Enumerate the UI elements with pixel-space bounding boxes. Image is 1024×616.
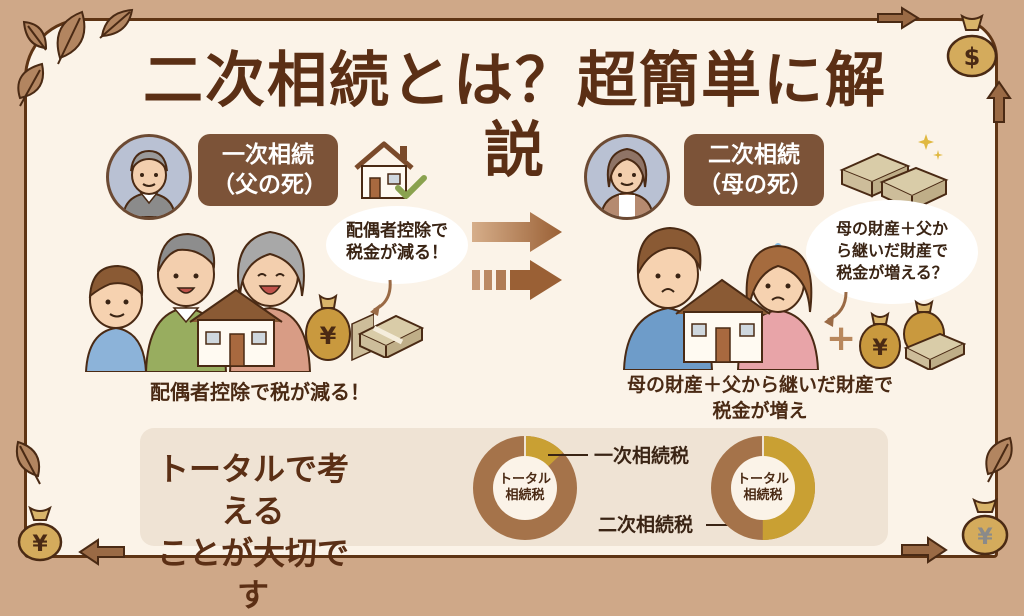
- donut-center-line1: トータル: [736, 472, 789, 487]
- plus-sign: +: [826, 318, 857, 359]
- legend-first-inheritance-tax: 一次相続税: [594, 445, 690, 467]
- second-caption-line1: 母の財産＋父から継いだ財産で: [626, 374, 893, 396]
- leaf-icon: [16, 440, 41, 485]
- curved-arrow-icon: [824, 291, 848, 327]
- yen-money-bag-icon: ¥: [961, 497, 1009, 556]
- first-speech-bubble: 配偶者控除で 税金が減る！: [326, 206, 468, 284]
- second-inheritance-title: 二次相続: [708, 142, 800, 168]
- leaf-icon: [99, 8, 134, 39]
- grandmother-avatar: [584, 134, 670, 220]
- worried-couple-with-house-illustration: [622, 226, 820, 370]
- first-caption: 配偶者控除で税が減る！: [150, 380, 370, 404]
- first-bubble-line2: 税金が減る！: [346, 243, 448, 263]
- arrow-up-icon: [986, 80, 1012, 123]
- arrow-right-icon: [472, 212, 562, 252]
- svg-text:$: $: [964, 43, 981, 71]
- leaf-icon: [985, 436, 1013, 483]
- arrow-left-icon: [78, 538, 125, 566]
- donut-center-label: トータル 相続税: [493, 456, 557, 520]
- summary-title: トータルで考える ことが大切です: [148, 448, 358, 616]
- legend-line-first: [548, 454, 588, 456]
- second-speech-bubble: 母の財産＋父か ら継いだ財産で 税金が増える？: [806, 200, 978, 304]
- svg-text:¥: ¥: [320, 322, 337, 350]
- svg-text:¥: ¥: [977, 525, 993, 550]
- svg-text:¥: ¥: [872, 336, 888, 361]
- svg-text:¥: ¥: [32, 532, 48, 557]
- summary-panel: トータルで考える ことが大切です トータル 相続税 一次相続税 二次相続税 トー…: [140, 428, 888, 614]
- donut-center-line2: 相続税: [505, 488, 545, 503]
- donut-center-line2: 相続税: [743, 488, 783, 503]
- leaf-icon: [17, 62, 44, 107]
- cash-stack-icon: [357, 314, 424, 358]
- grandfather-avatar: [106, 134, 192, 220]
- happy-family-with-house-illustration: ¥: [84, 230, 374, 372]
- second-bubble-line1: 母の財産＋父か: [835, 219, 948, 238]
- yen-money-bags-cash-icon: ¥: [859, 299, 966, 370]
- summary-title-line1: トータルで考える: [156, 450, 349, 530]
- legend-second-inheritance-tax: 二次相続税: [598, 514, 694, 536]
- first-bubble-line1: 配偶者控除で: [346, 221, 448, 241]
- second-bubble-line3: 税金が増える？: [836, 263, 948, 282]
- legend-line-second: [706, 524, 742, 526]
- page-title: 二次相続とは？超簡単に解説: [143, 46, 887, 186]
- arrow-right-icon: [901, 536, 948, 564]
- second-caption: 母の財産＋父から継いだ財産で 税金が増え: [600, 372, 920, 424]
- first-inheritance-title: 一次相続: [222, 142, 314, 168]
- leaf-icon: [56, 10, 86, 65]
- first-inheritance-subtitle: （父の死）: [212, 172, 327, 198]
- second-caption-line2: 税金が増え: [712, 400, 808, 422]
- second-bubble-line2: ら継いだ財産で: [835, 241, 948, 260]
- donut-center-line1: トータル: [498, 472, 551, 487]
- donut-center-label: トータル 相続税: [731, 456, 795, 520]
- dashed-arrow-right-icon: [472, 260, 562, 300]
- first-inheritance-label: 一次相続 （父の死）: [198, 134, 338, 206]
- second-inheritance-label: 二次相続 （母の死）: [684, 134, 824, 206]
- yen-money-bag-icon: ¥: [17, 505, 63, 562]
- curved-arrow-icon: [370, 279, 392, 316]
- leaf-icon: [22, 20, 48, 51]
- dollar-money-bag-icon: $: [946, 13, 998, 78]
- summary-title-line2: ことが大切です: [156, 534, 349, 614]
- house-check-icon: [354, 141, 427, 199]
- second-inheritance-subtitle: （母の死）: [698, 172, 813, 198]
- arrow-right-icon: [877, 6, 920, 30]
